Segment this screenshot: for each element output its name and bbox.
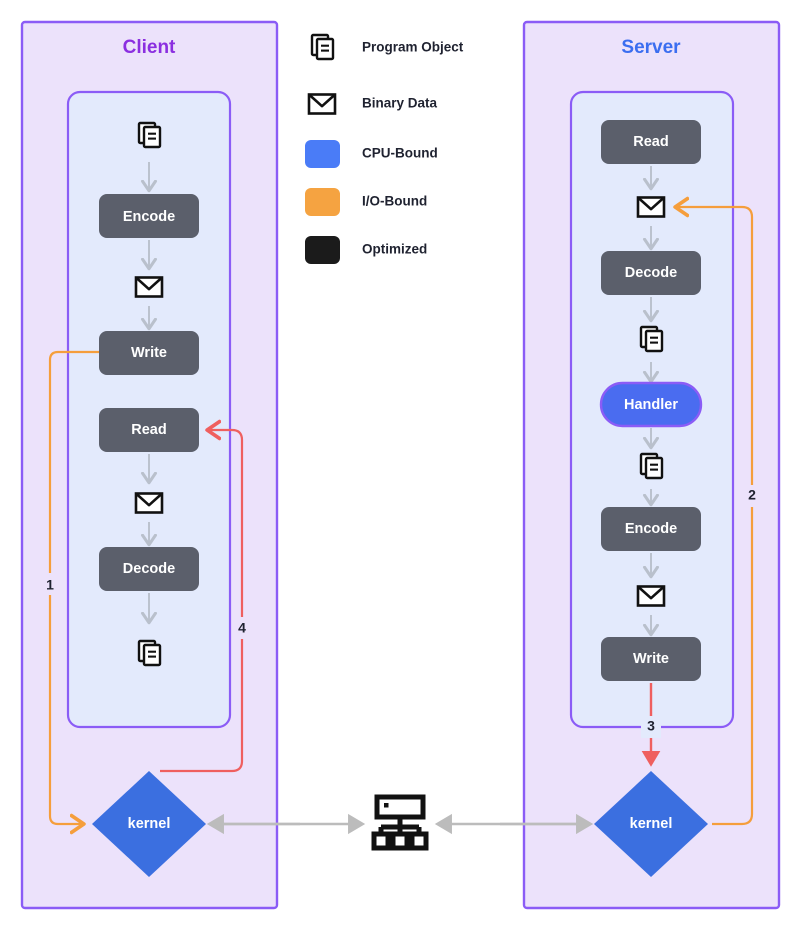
legend-item-optimized: Optimized [305, 236, 427, 264]
client-program-object-icon-top [137, 121, 162, 149]
client-kernel-label: kernel [128, 816, 171, 832]
client-node-decode-label: Decode [123, 561, 175, 577]
server-kernel-label: kernel [630, 816, 673, 832]
io-bound-swatch [305, 188, 340, 216]
server-kernel-shape[interactable] [594, 771, 708, 877]
seq-path-4 [160, 430, 244, 773]
seq-label-2: 2 [748, 487, 756, 503]
server-program-object-icon-top [639, 325, 664, 353]
server-node-decode[interactable] [601, 251, 701, 295]
seq-2-bg [742, 485, 762, 507]
seq-4-bg [232, 617, 252, 639]
server-lane-title: Server [621, 37, 681, 58]
server-node-decode-label: Decode [625, 265, 677, 281]
client-binary-data-icon-bottom [134, 492, 164, 514]
seq-1-bg [40, 573, 60, 595]
server-node-encode[interactable] [601, 507, 701, 551]
legend-label-cpu-bound: CPU-Bound [362, 146, 438, 161]
legend: Program Object Binary Data CPU-Bound I/O… [305, 33, 464, 264]
optimized-swatch [305, 236, 340, 264]
server-node-read[interactable] [601, 120, 701, 164]
seq-3-bg [641, 716, 661, 738]
legend-label-binary-data: Binary Data [362, 96, 438, 111]
server-node-write-label: Write [633, 651, 669, 667]
server-binary-data-icon-bottom [636, 585, 666, 607]
legend-item-cpu-bound: CPU-Bound [305, 140, 438, 168]
server-node-handler-label: Handler [624, 397, 678, 413]
legend-label-optimized: Optimized [362, 242, 427, 257]
client-node-read-label: Read [131, 422, 166, 438]
server-program-object-icon-bottom [639, 452, 664, 480]
legend-label-io-bound: I/O-Bound [362, 194, 427, 209]
client-binary-data-icon-top [134, 276, 164, 298]
binary-data-icon [307, 93, 337, 115]
client-node-write[interactable] [99, 331, 199, 375]
client-kernel-shape[interactable] [92, 771, 206, 877]
client-node-write-label: Write [131, 345, 167, 361]
network-switch-icon [374, 797, 426, 848]
cpu-bound-swatch [305, 140, 340, 168]
client-program-object-icon-bottom [137, 639, 162, 667]
legend-item-program-object: Program Object [310, 33, 464, 61]
seq-label-4: 4 [238, 620, 246, 636]
server-node-write[interactable] [601, 637, 701, 681]
client-node-encode[interactable] [99, 194, 199, 238]
legend-item-io-bound: I/O-Bound [305, 188, 427, 216]
client-node-read[interactable] [99, 408, 199, 452]
client-node-encode-label: Encode [123, 209, 175, 225]
server-node-encode-label: Encode [625, 521, 677, 537]
program-object-icon [310, 33, 335, 61]
legend-item-binary-data: Binary Data [307, 93, 438, 115]
seq-label-3: 3 [647, 718, 655, 734]
server-node-read-label: Read [633, 134, 668, 150]
client-lane-title: Client [123, 37, 176, 58]
client-node-decode[interactable] [99, 547, 199, 591]
legend-label-program-object: Program Object [362, 40, 464, 55]
seq-label-1: 1 [46, 577, 54, 593]
server-binary-data-icon-top [636, 196, 666, 218]
server-node-handler[interactable] [599, 381, 703, 428]
seq-path-2 [676, 207, 754, 826]
